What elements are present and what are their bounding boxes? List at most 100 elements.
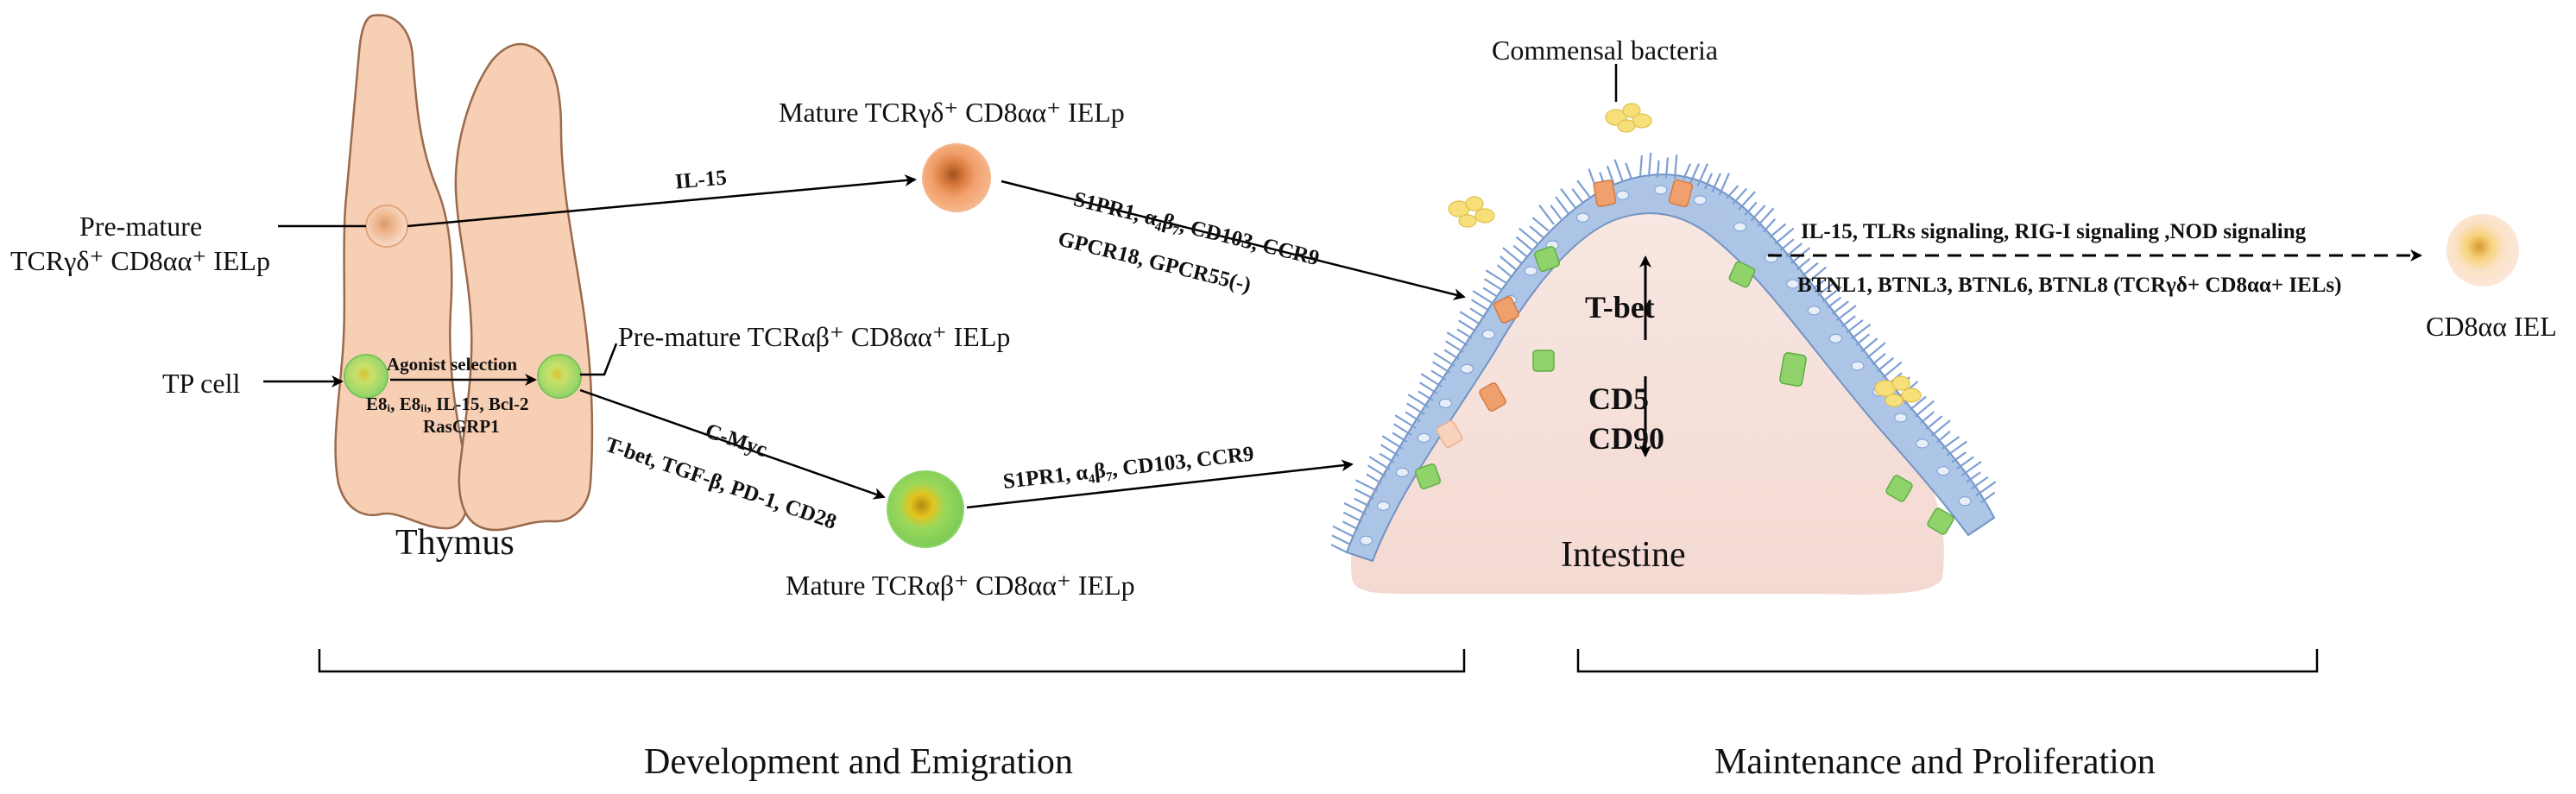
epithelial-nucleus: [1616, 190, 1630, 200]
microvillus: [1744, 201, 1758, 217]
gd-emigration-arrow: [1001, 180, 1466, 300]
epithelial-nucleus: [1481, 329, 1495, 339]
microvillus: [1807, 266, 1827, 284]
microvillus: [1822, 286, 1842, 303]
microvillus: [1518, 227, 1538, 245]
epithelial-nucleus: [1575, 212, 1589, 223]
microvillus: [1769, 223, 1787, 238]
microvillus: [1393, 423, 1412, 436]
microvillus: [1664, 157, 1670, 179]
ab-emigration-arrow: [966, 459, 1354, 509]
microvillus: [1801, 262, 1819, 277]
microvillus: [1485, 269, 1507, 284]
microvillus: [1696, 163, 1708, 186]
microvillus: [1368, 456, 1391, 470]
microvillus: [1330, 544, 1348, 553]
premature-ab-pointer: [580, 343, 618, 376]
epithelial-nucleus: [1460, 363, 1474, 374]
microvillus: [1472, 290, 1494, 305]
microvillus: [1458, 319, 1477, 332]
epithelial-nucleus: [1733, 222, 1747, 232]
tp-cell: [344, 354, 388, 399]
microvillus: [1420, 373, 1443, 388]
microvillus: [1816, 281, 1835, 297]
microvillus: [1538, 205, 1555, 225]
microvillus: [1367, 464, 1386, 477]
epithelial-nucleus: [1377, 501, 1391, 511]
microvillus: [1355, 479, 1379, 492]
tp-cell-label: TP cell: [162, 368, 241, 399]
microvillus: [1471, 299, 1490, 312]
microvillus: [1550, 205, 1563, 220]
cd8-iel-label: CD8αα IEL: [2426, 311, 2557, 342]
microvillus: [1555, 196, 1569, 214]
microvillus: [1606, 165, 1616, 186]
mature-gd-label: Mature TCRγδ⁺ CD8αα⁺ IELp: [779, 97, 1125, 128]
microvillus: [1405, 411, 1421, 422]
microvillus: [1726, 185, 1739, 199]
epithelial-nucleus: [1693, 195, 1707, 205]
microvillus: [1979, 491, 1996, 504]
microvillus: [1446, 331, 1468, 346]
microvillus: [1366, 473, 1382, 484]
microvillus: [1354, 488, 1374, 500]
microvillus: [1625, 162, 1633, 180]
section-left-label: Development and Emigration: [644, 742, 1073, 782]
premature-ab-label: Pre-mature TCRαβ⁺ CD8αα⁺ IELp: [618, 321, 1011, 352]
microvillus: [1975, 481, 1997, 497]
cd8aa-iel-cell: [2447, 214, 2519, 287]
microvillus: [1512, 244, 1528, 258]
microvillus: [1459, 311, 1481, 325]
microvillus: [1756, 207, 1775, 227]
intestine-title: Intestine: [1561, 535, 1686, 575]
microvillus: [1682, 163, 1692, 180]
premature-ab-cell: [537, 354, 582, 399]
thymus-title: Thymus: [395, 523, 515, 563]
epithelial-nucleus: [1360, 535, 1373, 545]
signals-line1: IL-15, TLRs signaling, RIG-I signaling ,…: [1801, 220, 2307, 243]
mature-ab-cell: [887, 470, 964, 548]
microvillus: [1343, 502, 1367, 515]
microvillus: [1496, 264, 1512, 277]
microvillus: [1515, 236, 1533, 251]
microvillus: [1946, 440, 1967, 457]
commensal-bacteria: [1448, 103, 1922, 407]
villus-iel-cells: [1414, 179, 1954, 535]
microvillus: [1417, 390, 1434, 401]
premature-gd-label-1: Pre-mature: [79, 211, 203, 242]
thymus-factors-line2: RasGRP1: [423, 416, 500, 437]
microvillus: [1656, 160, 1660, 178]
right-section-bracket: [1576, 649, 2319, 673]
microvillus: [1840, 315, 1856, 328]
microvillus: [1915, 400, 1935, 418]
microvillus: [1354, 497, 1371, 507]
microvillus: [1855, 333, 1871, 346]
microvillus: [1647, 152, 1652, 177]
microvillus: [1951, 451, 1967, 463]
mature-gd-cell: [922, 143, 991, 212]
microvillus: [1456, 328, 1473, 339]
cd5-label: CD5: [1588, 381, 1649, 416]
tbet-label: T-bet: [1585, 290, 1655, 325]
epithelial-nucleus: [1417, 432, 1430, 443]
microvillus: [1703, 173, 1714, 190]
microvillus: [1394, 414, 1417, 429]
microvillus: [1763, 217, 1777, 233]
microvillus: [1711, 173, 1722, 193]
mature-ab-label: Mature TCRαβ⁺ CD8αα⁺ IELp: [786, 570, 1135, 601]
microvillus: [1850, 323, 1872, 340]
microvillus: [1846, 319, 1864, 334]
microvillus: [1941, 436, 1960, 450]
microvillus: [1443, 349, 1460, 360]
microvillus: [1332, 525, 1355, 539]
epithelial-nucleus: [1524, 266, 1537, 276]
microvillus: [1381, 435, 1404, 450]
microvillus: [1433, 352, 1455, 367]
microvillus: [1920, 411, 1935, 424]
microvillus: [1930, 419, 1951, 437]
microvillus: [1469, 307, 1486, 318]
epithelial-nucleus: [1438, 398, 1452, 408]
microvillus: [1576, 180, 1591, 198]
il15-arrow: [407, 174, 917, 228]
